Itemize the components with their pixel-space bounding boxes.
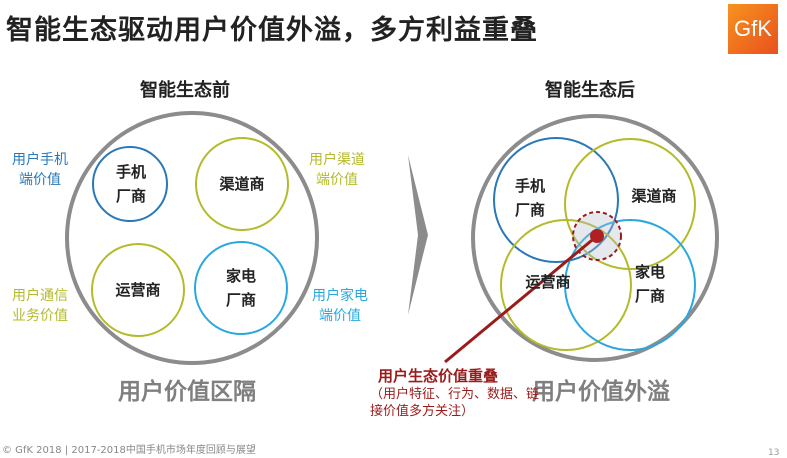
slide-title: 智能生态驱动用户价值外溢，多方利益重叠 [6,15,538,46]
before-circle-carrier [91,243,185,337]
before-circle-appliance [194,241,288,335]
after-circle-phone [493,137,619,263]
overlap-dot [590,229,604,243]
before-heading: 智能生态前 [140,80,230,101]
footer: © GfK 2018 | 2017-2018中国手机市场年度回顾与展望 [2,445,256,456]
before-label-appliance: 家电厂商 [225,267,256,309]
overlap-pointer-line [444,234,598,364]
after-circle-carrier [500,219,632,351]
side-label-phone: 用户手机端价值 [12,152,68,188]
after-label-phone: 手机厂商 [514,177,545,219]
before-outer-circle [65,111,319,365]
page-number: 13 [768,448,780,458]
side-label-channel: 用户渠道端价值 [309,152,365,188]
before-label-phone: 手机厂商 [115,163,146,205]
after-caption: 用户价值外溢 [532,379,670,405]
after-label-channel: 渠道商 [631,187,677,205]
after-label-carrier: 运营商 [525,273,571,291]
before-circle-channel [195,137,289,231]
before-label-channel: 渠道商 [219,175,265,193]
before-circle-phone [92,146,168,222]
arrow-chevron-icon [408,155,428,315]
after-outer-circle [471,114,719,362]
after-circle-appliance [564,219,696,351]
overlap-detail: （用户特征、行为、数据、链接价值多方关注） [370,387,540,419]
after-heading: 智能生态后 [545,80,635,101]
after-label-appliance: 家电厂商 [634,263,665,305]
overlap-title: 用户生态价值重叠 [378,367,499,385]
before-caption: 用户价值区隔 [118,379,256,405]
before-label-carrier: 运营商 [115,281,161,299]
gfk-logo: GfK [728,4,778,54]
side-label-carrier: 用户通信业务价值 [12,288,68,324]
side-label-appliance: 用户家电端价值 [312,288,368,324]
